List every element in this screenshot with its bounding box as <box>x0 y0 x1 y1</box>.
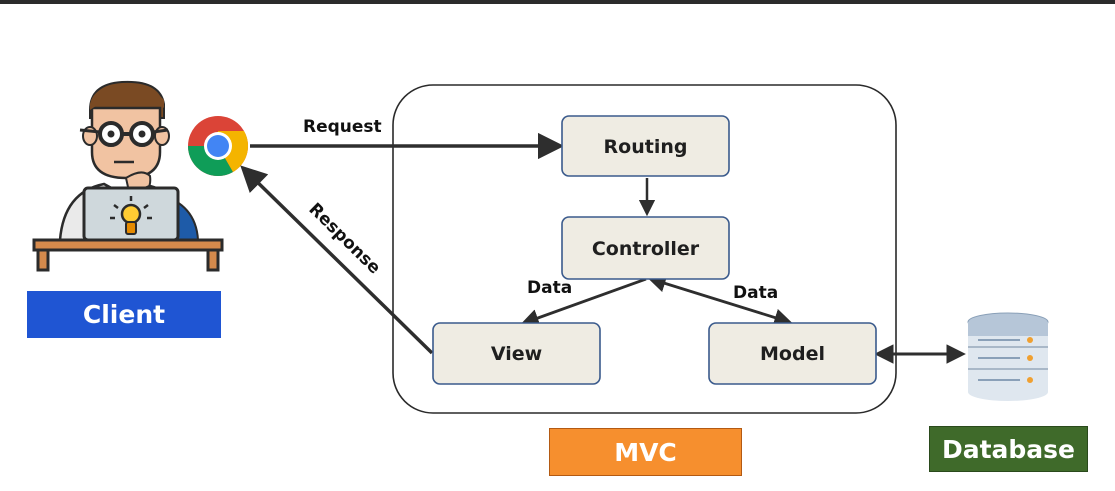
routing-label: Routing <box>604 136 688 158</box>
response-arrow <box>240 165 434 355</box>
model-node: Model <box>708 322 877 385</box>
request-label: Request <box>303 117 382 137</box>
controller-to-view-arrow <box>520 277 647 327</box>
model-label: Model <box>760 343 825 365</box>
top-border <box>0 0 1115 4</box>
controller-model-arrow <box>647 274 793 327</box>
chrome-browser-icon <box>188 116 249 177</box>
data-to-model-label: Data <box>733 283 778 303</box>
controller-node: Controller <box>561 216 730 280</box>
controller-label: Controller <box>592 238 700 260</box>
routing-node: Routing <box>561 115 730 177</box>
database-cylinder-icon <box>967 312 1049 401</box>
mvc-label: MVC <box>549 428 742 476</box>
view-node: View <box>432 322 601 385</box>
client-icon <box>32 80 224 272</box>
view-label: View <box>491 343 542 365</box>
mvc-container <box>392 84 897 414</box>
data-to-view-label: Data <box>527 278 572 298</box>
client-label: Client <box>27 291 221 338</box>
database-label: Database <box>929 426 1088 472</box>
